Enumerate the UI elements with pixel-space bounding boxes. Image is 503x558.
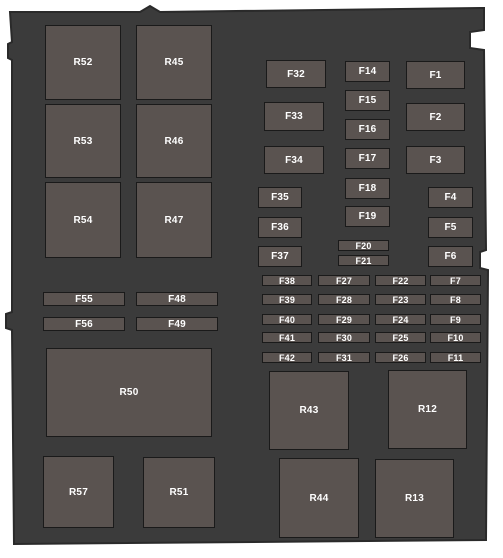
relay-r46: R46 [136,104,212,178]
fuse-f18: F18 [345,178,390,199]
fuse-f56: F56 [43,317,125,331]
relay-r54: R54 [45,182,121,258]
fuse-f48: F48 [136,292,218,306]
fuse-f26: F26 [375,352,426,363]
fuse-f3: F3 [406,146,465,174]
fuse-f23: F23 [375,294,426,305]
fuse-f55: F55 [43,292,125,306]
relay-r12: R12 [388,370,467,449]
fuse-f24: F24 [375,314,426,325]
fuse-f16: F16 [345,119,390,140]
fuse-f7: F7 [430,275,481,286]
relay-r52: R52 [45,25,121,100]
fuse-f19: F19 [345,206,390,227]
fuse-f15: F15 [345,90,390,111]
fuse-f37: F37 [258,246,302,267]
relay-r45: R45 [136,25,212,100]
fuse-f11: F11 [430,352,481,363]
fuse-f25: F25 [375,332,426,343]
fuse-f2: F2 [406,103,465,131]
fuse-f27: F27 [318,275,370,286]
relay-r13: R13 [375,459,454,538]
fuse-f41: F41 [262,332,312,343]
relay-r43: R43 [269,371,349,450]
fuse-f30: F30 [318,332,370,343]
fuse-f9: F9 [430,314,481,325]
fuse-f28: F28 [318,294,370,305]
fuse-f39: F39 [262,294,312,305]
relay-r57: R57 [43,456,114,528]
fuse-f33: F33 [264,102,324,131]
relay-r50: R50 [46,348,212,437]
fuse-f32: F32 [266,60,326,88]
fuse-f21: F21 [338,255,389,266]
relay-r53: R53 [45,104,121,178]
relay-r51: R51 [143,457,215,528]
fuse-f5: F5 [428,217,473,238]
fuse-f4: F4 [428,187,473,208]
fuse-f10: F10 [430,332,481,343]
fuse-f49: F49 [136,317,218,331]
fuse-f40: F40 [262,314,312,325]
fuse-f1: F1 [406,61,465,89]
relay-r47: R47 [136,182,212,258]
fuse-f8: F8 [430,294,481,305]
fuse-f38: F38 [262,275,312,286]
fuse-f35: F35 [258,187,302,208]
fuse-f22: F22 [375,275,426,286]
relay-r44: R44 [279,458,359,538]
fuse-f20: F20 [338,240,389,251]
fuse-f34: F34 [264,146,324,174]
fuse-f17: F17 [345,148,390,169]
fuse-f36: F36 [258,217,302,238]
fuse-f31: F31 [318,352,370,363]
fuse-f29: F29 [318,314,370,325]
fuse-f6: F6 [428,246,473,267]
fuse-f42: F42 [262,352,312,363]
fuse-f14: F14 [345,61,390,82]
